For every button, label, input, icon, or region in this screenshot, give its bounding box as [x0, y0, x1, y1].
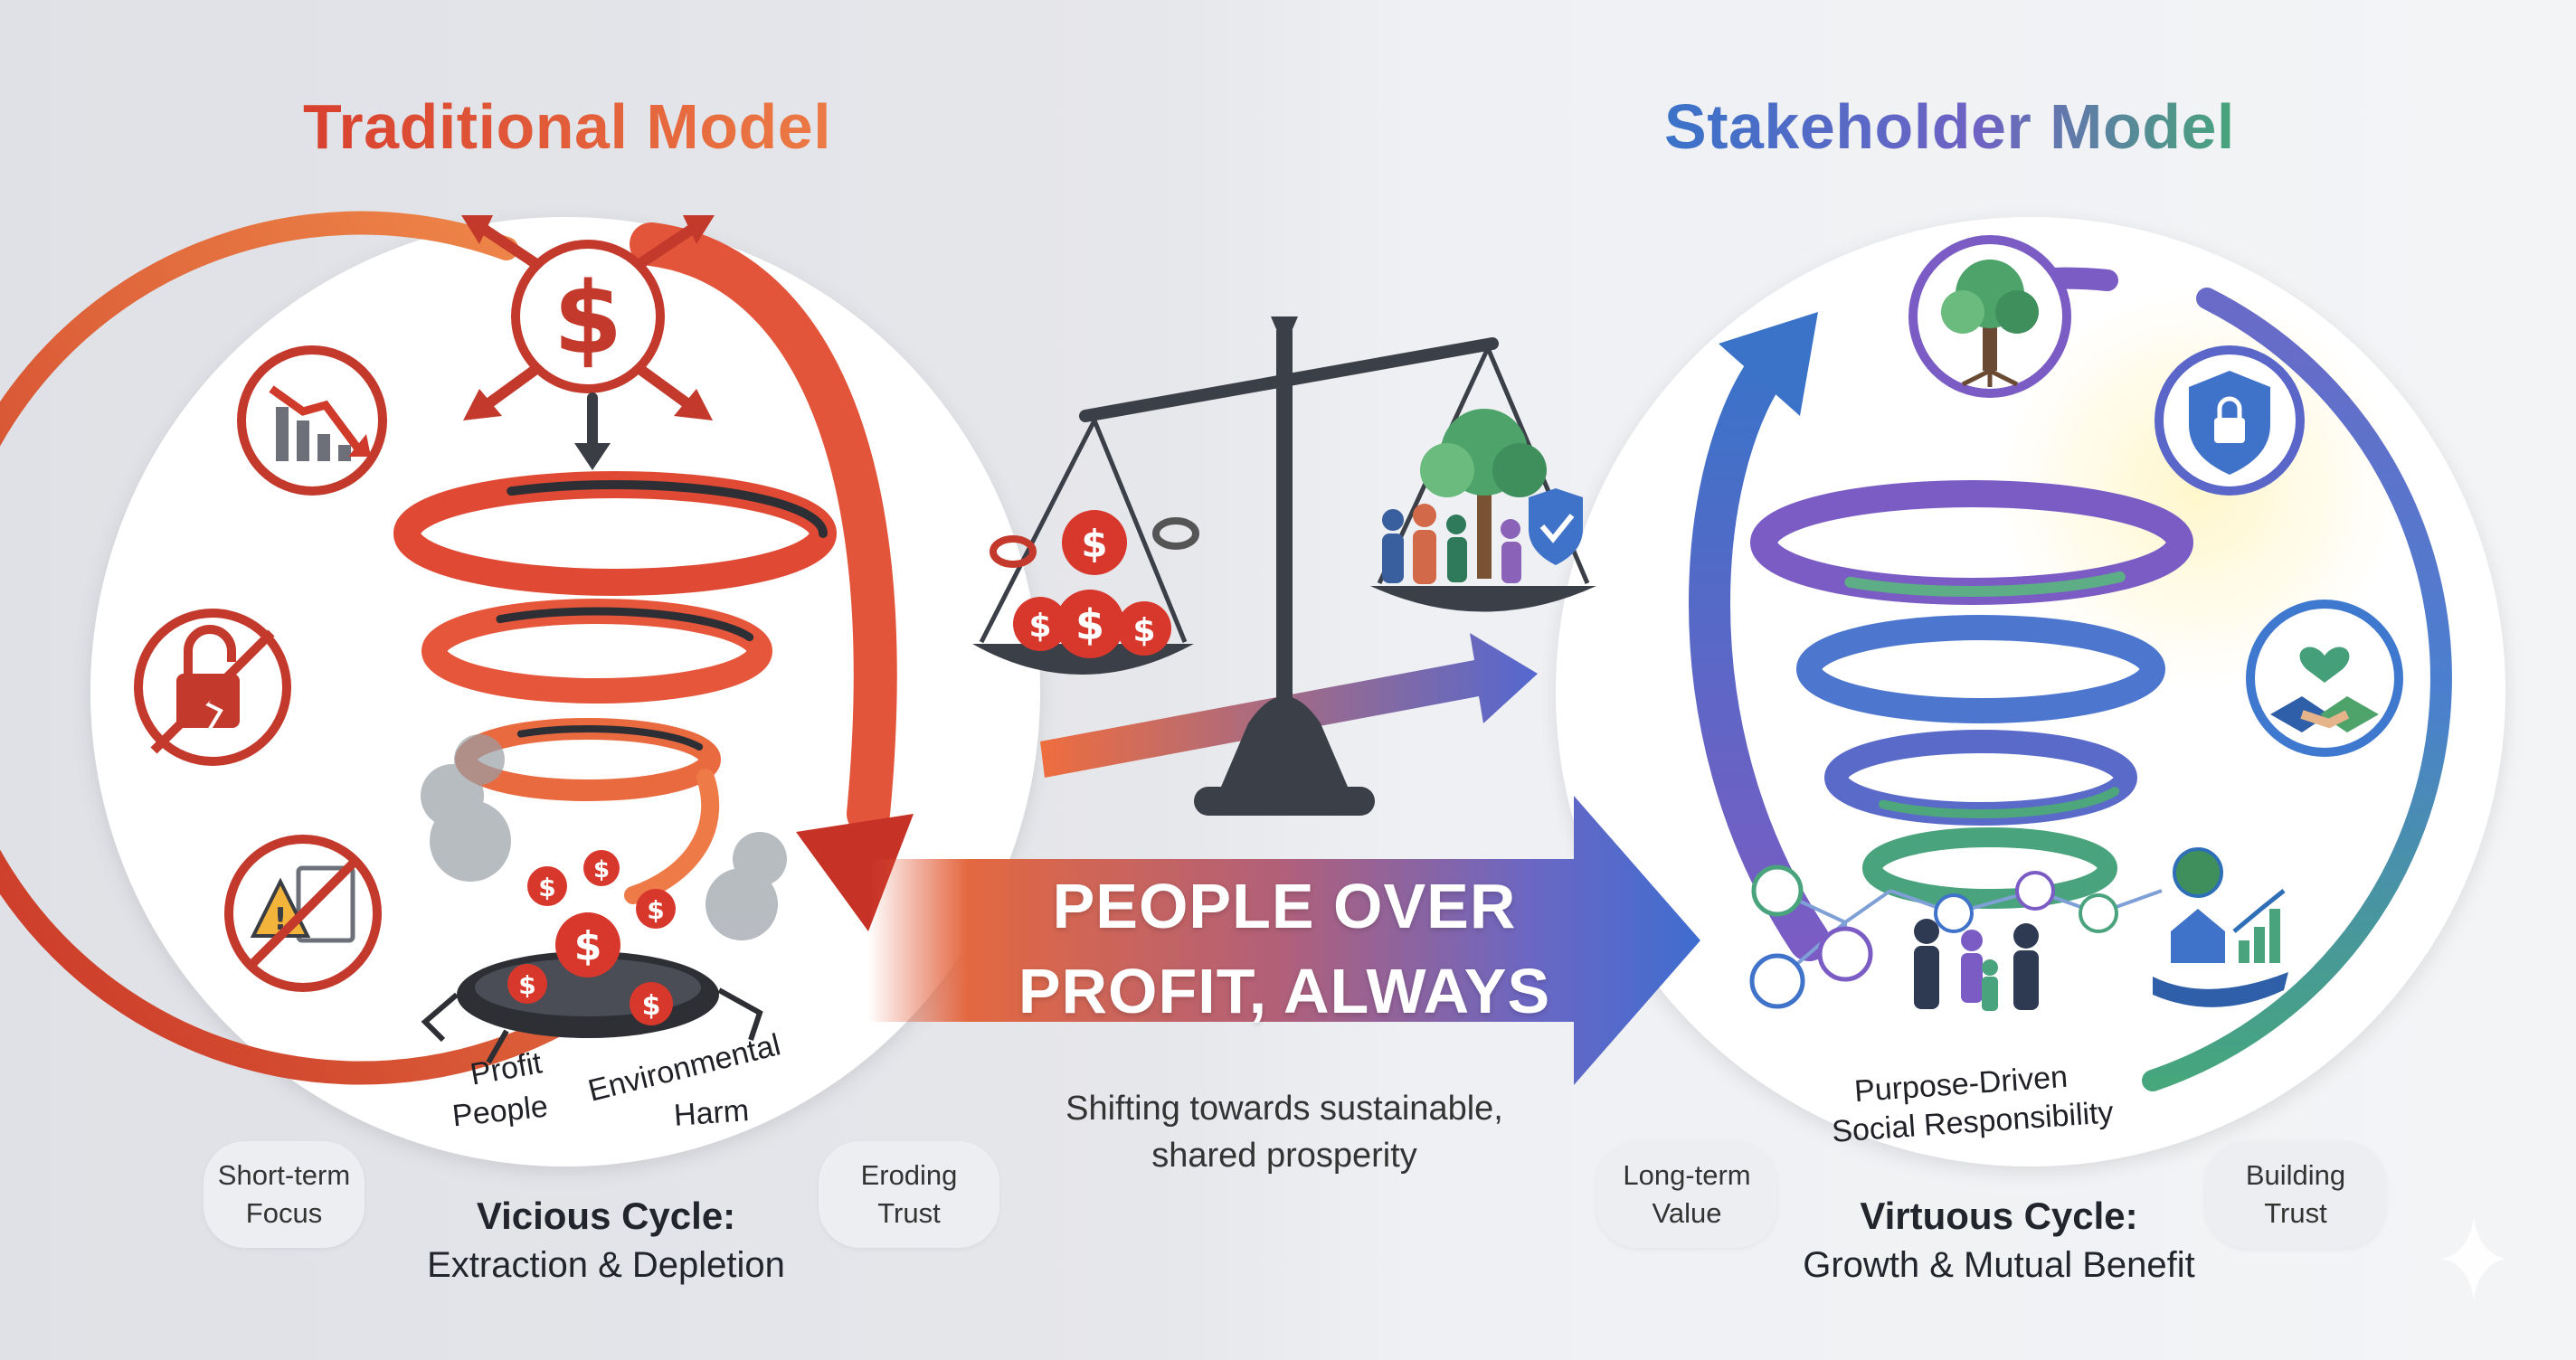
- shifting-subtitle: Shifting towards sustainable, shared pro…: [995, 1085, 1574, 1179]
- bubble-long-term-value: Long-term Value: [1596, 1141, 1777, 1248]
- tree-icon: [1908, 235, 2071, 398]
- vicious-cycle-caption: Vicious Cycle: Extraction & Depletion: [380, 1192, 832, 1289]
- bubble-text-line: Building: [2245, 1159, 2346, 1191]
- svg-text:$: $: [642, 990, 661, 1022]
- vicious-cycle-subtitle: Extraction & Depletion: [427, 1245, 785, 1285]
- bubble-text-line: Long-term: [1623, 1159, 1751, 1191]
- svg-text:$: $: [1081, 522, 1107, 566]
- bubble-text-line: Eroding: [860, 1159, 958, 1191]
- svg-text:$: $: [518, 970, 535, 1000]
- bubble-building-trust: Building Trust: [2205, 1141, 2386, 1248]
- banner-line-2: PROFIT, ALWAYS: [1018, 956, 1551, 1026]
- bubble-eroding-trust: Eroding Trust: [819, 1141, 999, 1248]
- pit-label-harm: Harm: [672, 1093, 751, 1133]
- people-over-profit-banner: PEOPLE OVER PROFIT, ALWAYS: [959, 864, 1610, 1034]
- declining-chart-icon: [237, 345, 387, 496]
- chained-money-icon: $ $ $ $: [990, 510, 1199, 658]
- sparkle-icon: [2442, 1216, 2505, 1300]
- svg-text:$: $: [647, 895, 664, 925]
- banner-line-1: PEOPLE OVER: [1052, 871, 1517, 941]
- money-pit-icon: $ $ $ $ $ $: [421, 734, 787, 1064]
- virtuous-cycle-subtitle: Growth & Mutual Benefit: [1803, 1245, 2195, 1285]
- traditional-spiral: [393, 471, 837, 904]
- svg-text:$: $: [538, 873, 555, 902]
- people-tree-shield-icon: [1382, 409, 1583, 584]
- house-growth-hand-icon: [2153, 847, 2288, 1007]
- bubble-text-line: Focus: [245, 1197, 323, 1229]
- traditional-model-title: Traditional Model: [303, 91, 832, 162]
- balance-scale-icon: [972, 316, 1596, 816]
- bubble-text-line: Value: [1652, 1197, 1722, 1229]
- traditional-cycle-ring: [0, 211, 914, 1085]
- bubble-text-line: Trust: [877, 1197, 941, 1229]
- svg-text:$: $: [554, 260, 623, 376]
- stakeholder-model-title: Stakeholder Model: [1664, 91, 2235, 162]
- bubble-short-term-focus: Short-term Focus: [204, 1141, 365, 1248]
- svg-text:$: $: [1075, 600, 1104, 649]
- svg-text:$: $: [1028, 608, 1051, 645]
- svg-text:$: $: [593, 856, 610, 883]
- stakeholder-spiral: [1750, 480, 2193, 909]
- bubble-text-line: Trust: [2264, 1197, 2327, 1229]
- vicious-cycle-title: Vicious Cycle:: [476, 1195, 736, 1237]
- warning-document-prohibited-icon: !: [224, 835, 382, 992]
- subtitle-line-1: Shifting towards sustainable,: [1065, 1090, 1503, 1128]
- dollar-explosion-icon: $: [461, 215, 715, 470]
- handshake-heart-icon: [2246, 600, 2403, 757]
- svg-text:$: $: [1132, 612, 1155, 649]
- subtitle-line-2: shared prosperity: [1151, 1137, 1417, 1175]
- people-over-profit-arrow: [868, 796, 1700, 1085]
- bubble-text-line: Short-term: [217, 1159, 351, 1191]
- community-network-icon: [1749, 864, 2163, 1011]
- broken-lock-icon: [134, 609, 291, 766]
- virtuous-cycle-title: Virtuous Cycle:: [1860, 1195, 2138, 1237]
- svg-text:$: $: [574, 923, 602, 969]
- virtuous-cycle-caption: Virtuous Cycle: Growth & Mutual Benefit: [1764, 1192, 2234, 1289]
- shield-lock-icon: [2155, 345, 2305, 496]
